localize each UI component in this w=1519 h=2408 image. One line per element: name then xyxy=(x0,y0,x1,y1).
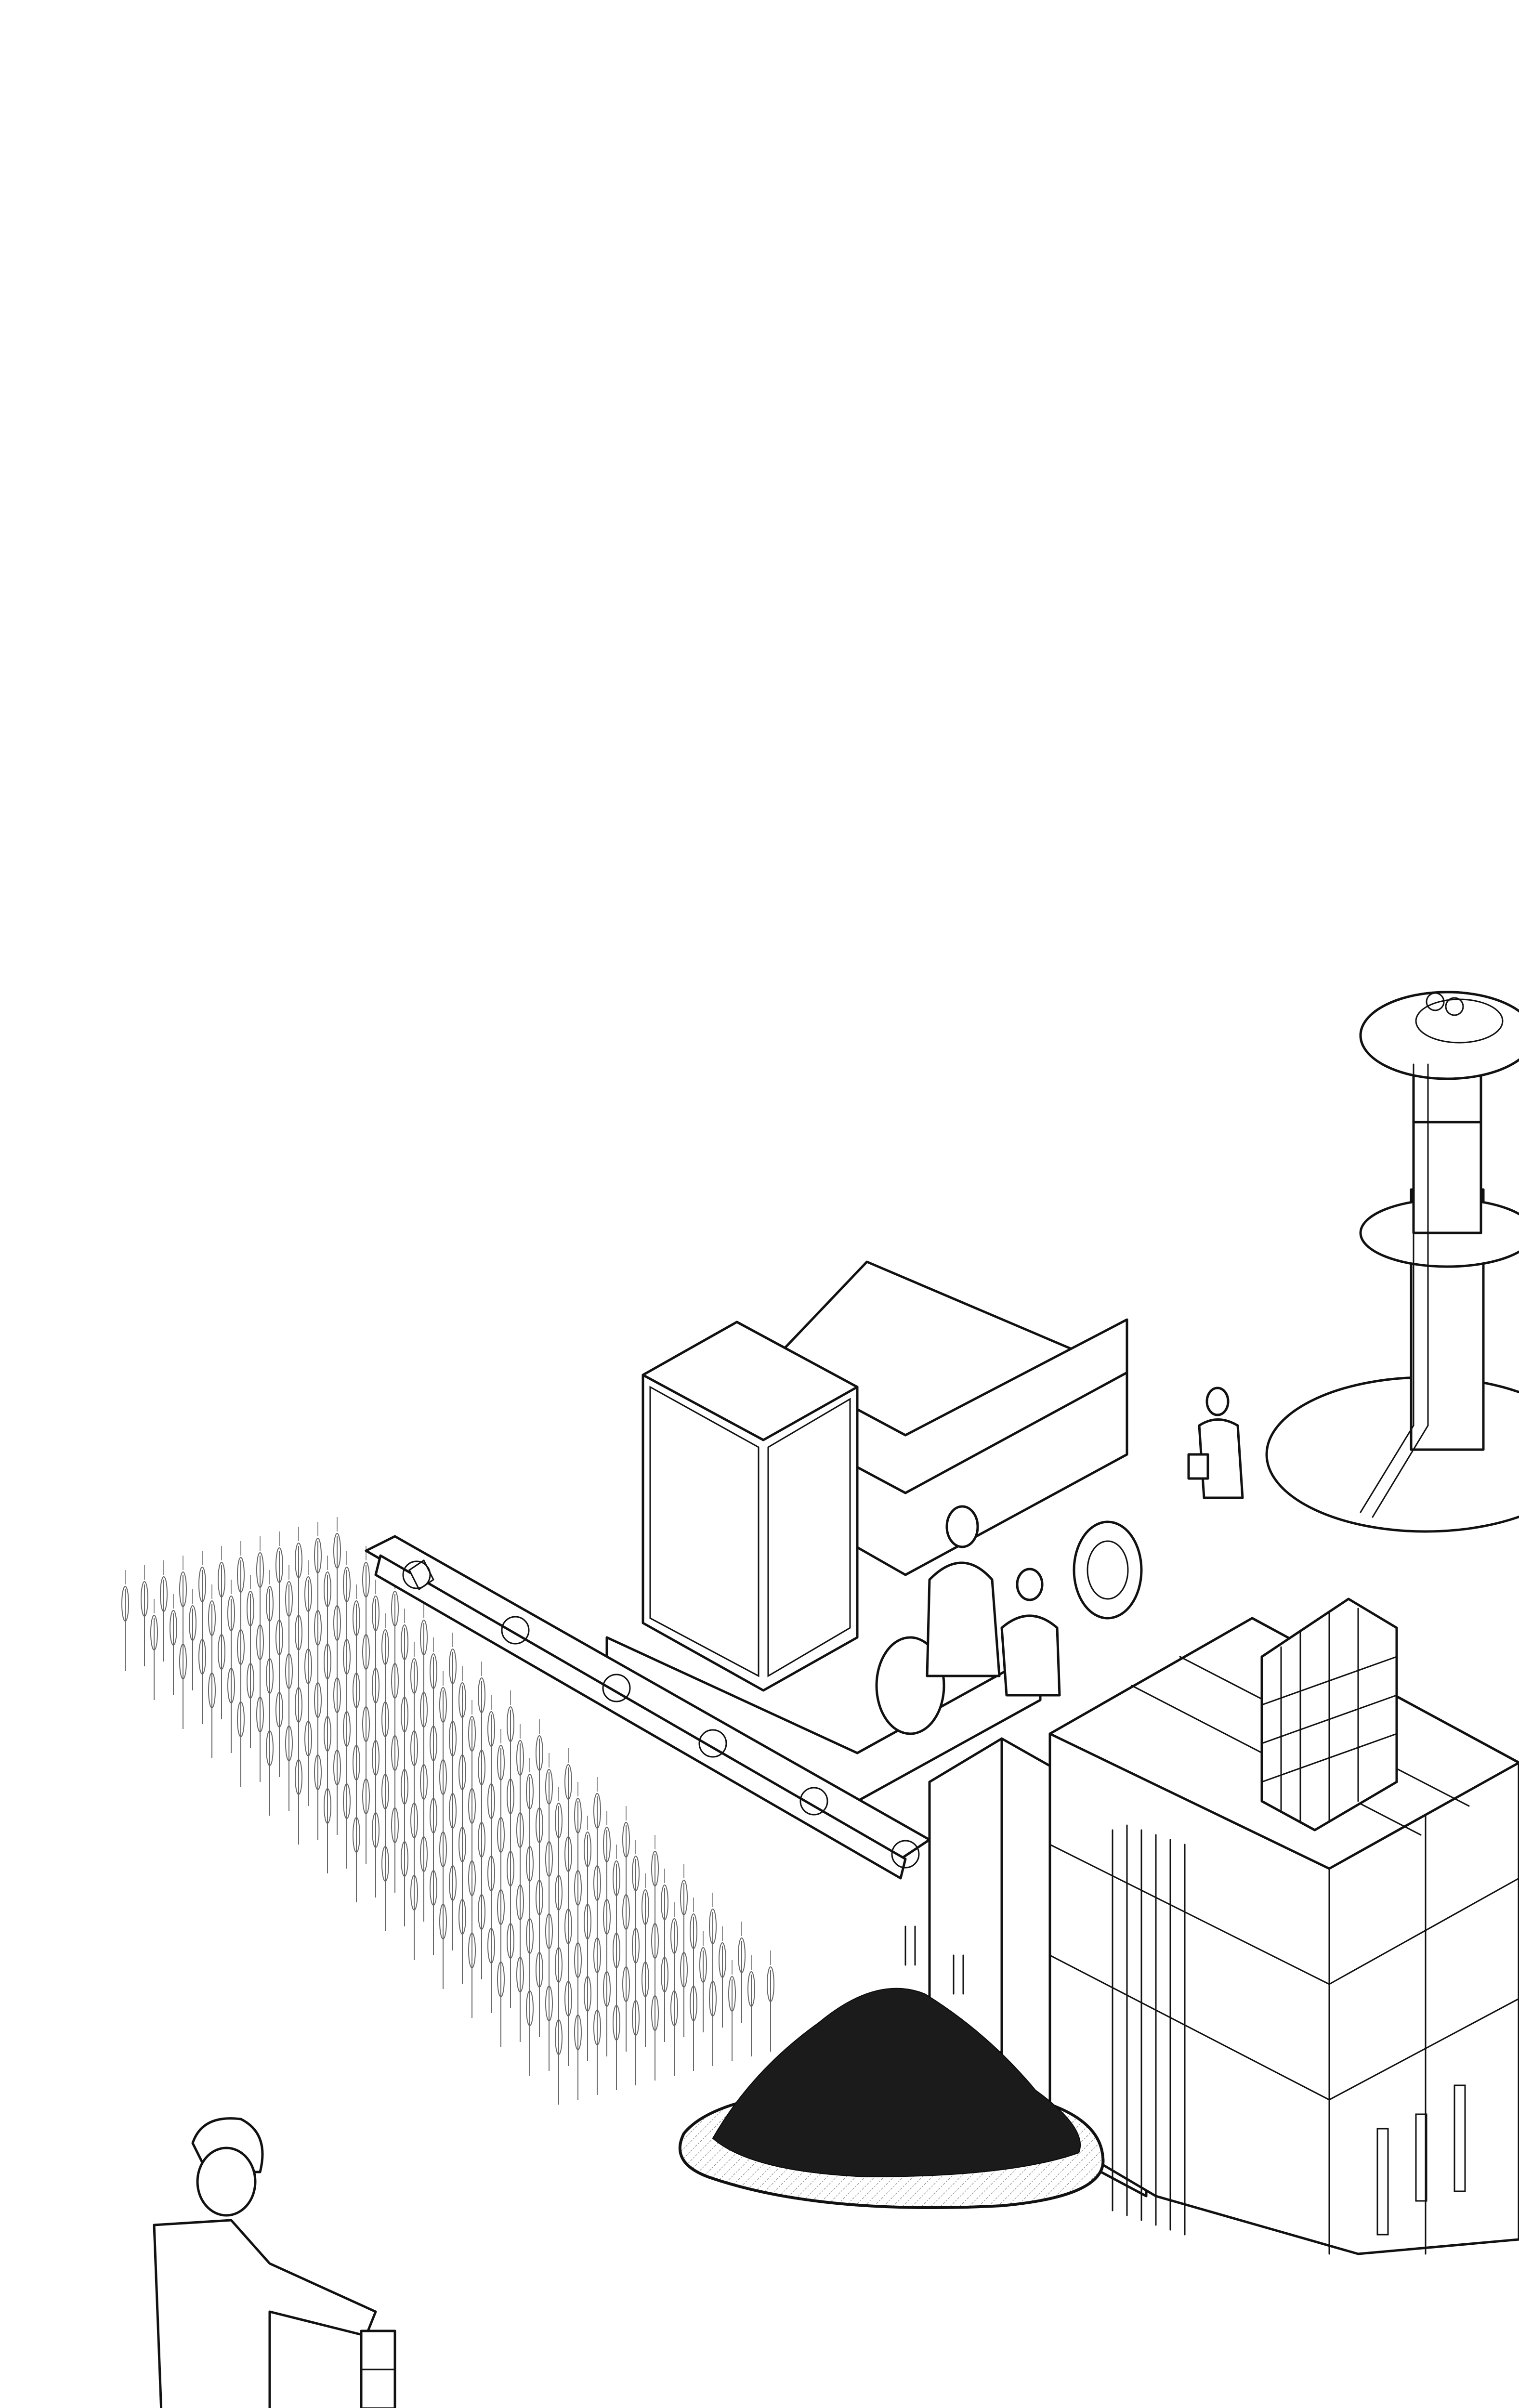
processing-plant xyxy=(928,1597,1519,2255)
worker-standing xyxy=(153,2117,377,2408)
outlet-pipes xyxy=(904,1925,1466,2236)
construction-workers xyxy=(153,2117,396,2408)
farmer-child xyxy=(1000,1568,1061,1697)
worker-with-bucket xyxy=(1187,1387,1244,1499)
biochar-pile xyxy=(678,1988,1105,2209)
brick-column xyxy=(360,2329,396,2408)
pyrolysis-tower xyxy=(1265,991,1519,1533)
combine-harvester xyxy=(365,1260,1143,1880)
farmer-adult xyxy=(926,1505,1001,1677)
